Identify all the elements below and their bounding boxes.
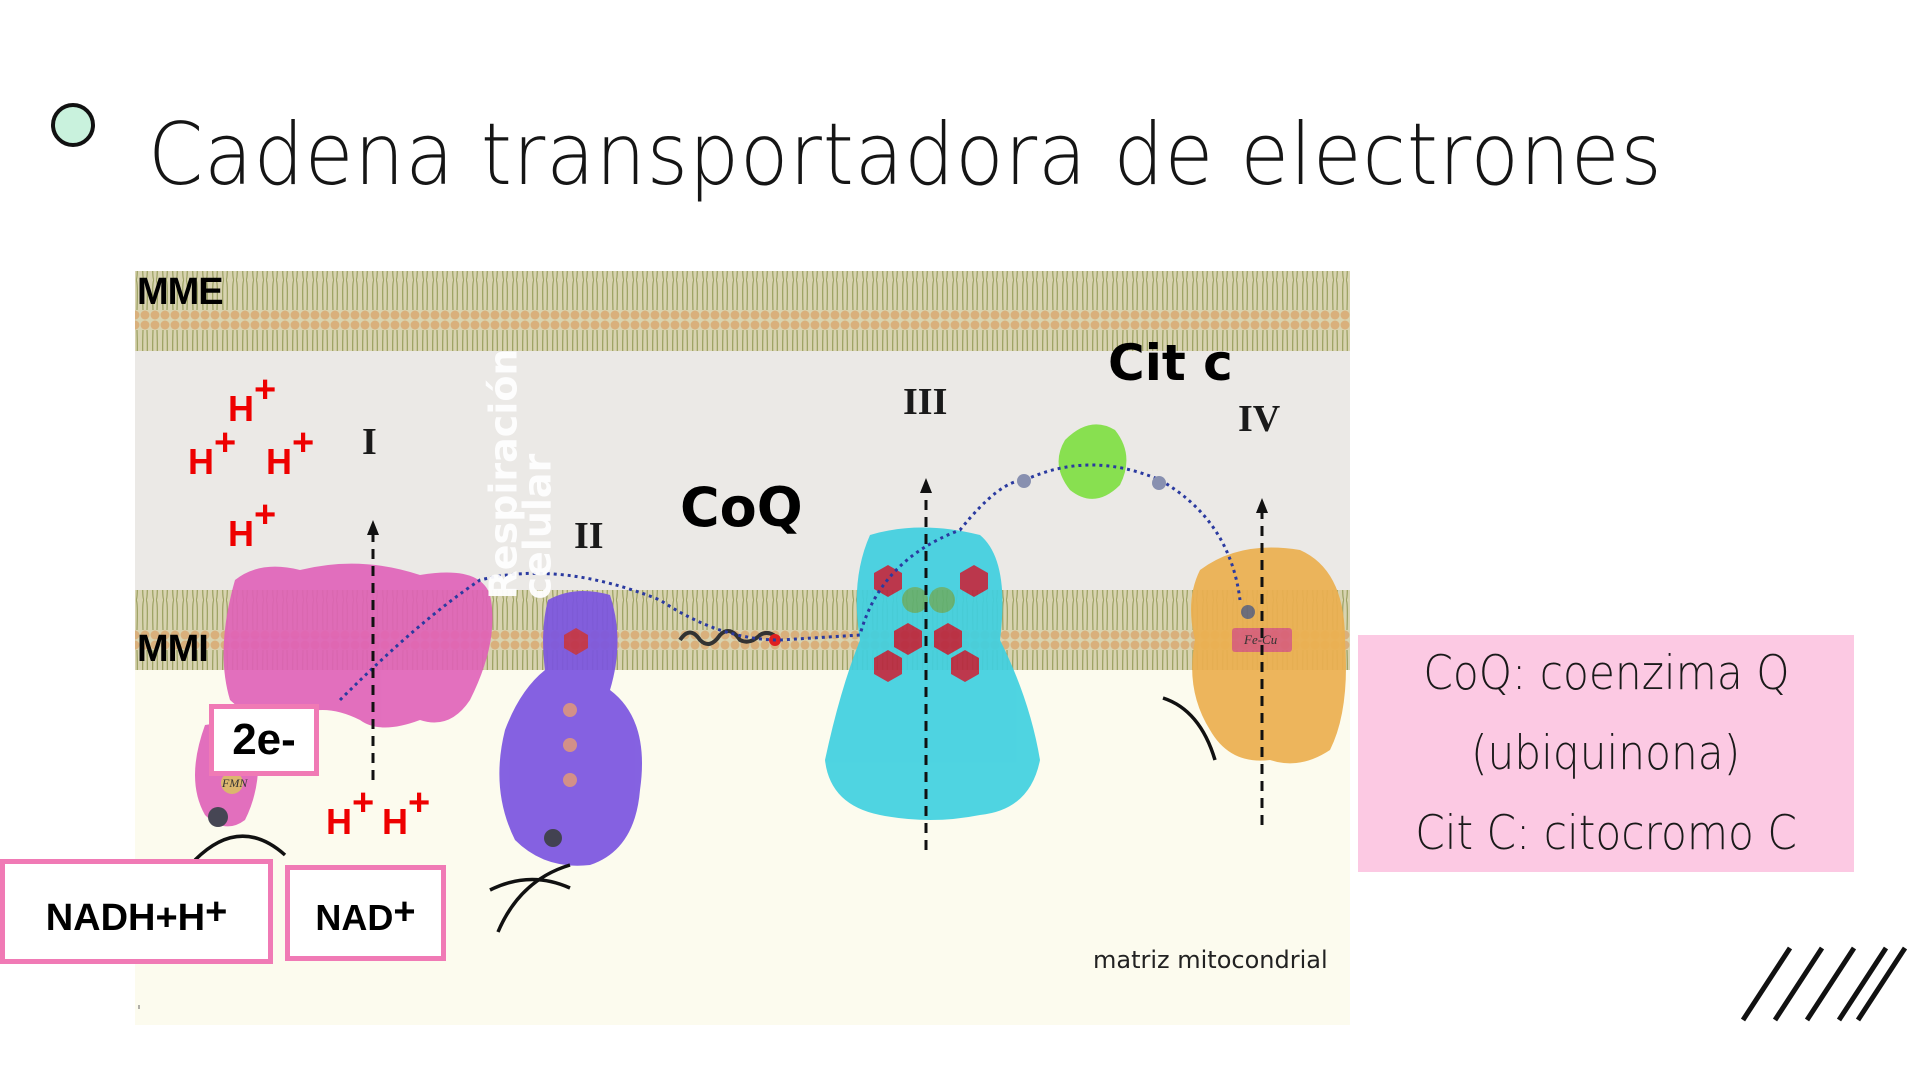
proton-label: H+ bbox=[188, 422, 237, 482]
complex-iv-label: IV bbox=[1238, 398, 1281, 440]
fe-cu-label: Fe-Cu bbox=[1244, 632, 1278, 647]
outer-membrane-label: MME bbox=[137, 271, 224, 313]
nad-box: NAD+ bbox=[285, 865, 446, 961]
electron-icon bbox=[1241, 605, 1255, 619]
cit-c-label: Cit c bbox=[1108, 334, 1233, 392]
complex-ii-protein bbox=[499, 591, 642, 866]
inner-membrane-label: MMI bbox=[137, 628, 209, 670]
legend-line: CoQ: coenzima Q bbox=[1422, 645, 1790, 701]
outer-membrane bbox=[135, 271, 1350, 351]
watermark-line: celular bbox=[515, 453, 560, 600]
cytochrome-c-protein bbox=[1058, 424, 1127, 499]
watermark-text: Respiración celular bbox=[481, 349, 560, 600]
electron-icon bbox=[208, 807, 228, 827]
slash-lines-icon bbox=[1740, 946, 1908, 1022]
proton-label: H+ bbox=[228, 369, 277, 429]
complex-i-label: I bbox=[362, 421, 377, 463]
arrow-head-icons bbox=[367, 478, 1268, 535]
fe-cu-center bbox=[1232, 628, 1292, 652]
bullet-circle-icon bbox=[51, 103, 95, 147]
fmn-cofactor bbox=[221, 772, 243, 794]
slide-title: Cadena transportadora de electrones bbox=[148, 105, 1663, 205]
coq-molecule bbox=[678, 629, 778, 646]
electron-icon bbox=[544, 829, 562, 847]
proton-label: H+ bbox=[266, 422, 315, 482]
legend-box: CoQ: coenzima Q (ubiquinona) Cit C: cito… bbox=[1358, 635, 1854, 872]
complex-iii-protein bbox=[825, 527, 1040, 820]
legend-line: (ubiquinona) bbox=[1471, 725, 1741, 781]
proton-pump-arrows bbox=[371, 490, 1264, 850]
complex-ii-label: II bbox=[574, 515, 604, 557]
complex-iii-label: III bbox=[903, 381, 948, 423]
proton-label: H+ bbox=[382, 782, 431, 842]
intermembrane-space bbox=[135, 351, 1350, 591]
proton-label: H+ bbox=[326, 782, 375, 842]
electrons-box: 2e- bbox=[209, 704, 319, 776]
heme-icon bbox=[564, 628, 588, 655]
legend-line: Cit C: citocromo C bbox=[1415, 805, 1797, 861]
complex-iv-protein bbox=[1191, 547, 1346, 764]
fmn-label: FMN bbox=[222, 776, 248, 790]
nadh-box: NADH+H+ bbox=[0, 859, 273, 964]
proton-label: H+ bbox=[228, 494, 277, 554]
matrix-region bbox=[135, 670, 1350, 1025]
matrix-label: matriz mitocondrial bbox=[1093, 946, 1328, 974]
coq-label: CoQ bbox=[680, 476, 803, 539]
reaction-arrows bbox=[193, 696, 1217, 933]
electron-path bbox=[338, 463, 1242, 702]
